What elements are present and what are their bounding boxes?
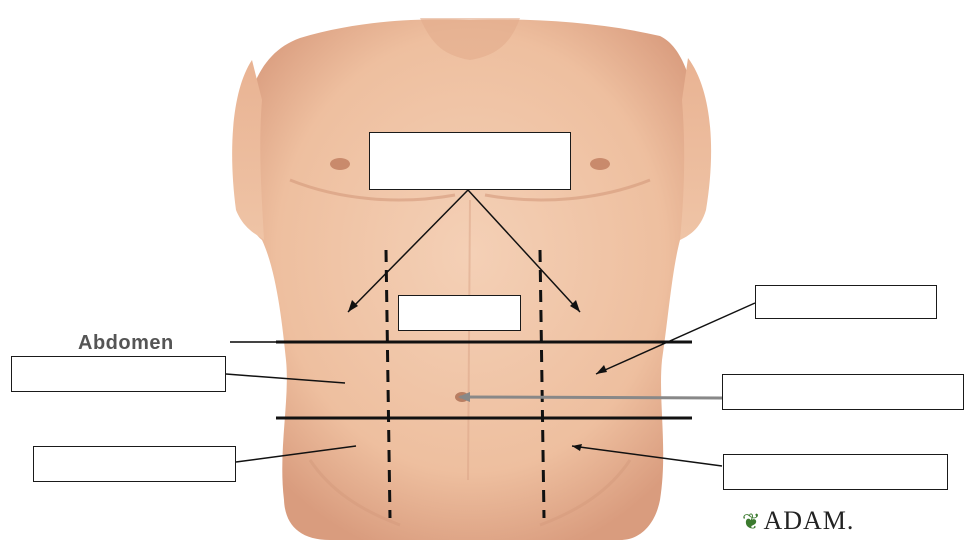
left-dashed-line xyxy=(384,249,392,519)
arrowhead xyxy=(596,365,607,374)
label-box-middle-right[interactable] xyxy=(722,374,964,410)
midline-contour xyxy=(467,199,471,481)
right-dashed-line xyxy=(538,249,546,519)
arrowhead xyxy=(348,300,358,312)
pectoral-contour xyxy=(289,178,456,202)
pointer-line xyxy=(467,189,581,313)
label-box-lower-left[interactable] xyxy=(33,446,236,482)
abdomen-label: Abdomen xyxy=(78,332,174,354)
pointer-line xyxy=(571,445,723,467)
label-box-lower-right[interactable] xyxy=(723,454,948,490)
label-box-center-small[interactable] xyxy=(398,295,521,331)
arrowhead xyxy=(458,392,470,402)
label-box-center-top[interactable] xyxy=(369,132,571,190)
navel-pointer-line xyxy=(459,395,723,400)
left-arm xyxy=(680,58,712,240)
right-arm xyxy=(232,60,264,240)
torso-silhouette xyxy=(239,19,703,540)
neck xyxy=(420,18,520,60)
nipple xyxy=(590,158,610,170)
adam-logo-icon: ❦ xyxy=(742,509,762,534)
pointer-line xyxy=(595,302,756,375)
label-box-upper-right[interactable] xyxy=(755,285,937,319)
arrowhead xyxy=(572,444,582,451)
arrowhead xyxy=(570,300,580,312)
pointer-line xyxy=(225,373,346,384)
inguinal-contour xyxy=(539,459,632,527)
adam-logo-text: ADAM. xyxy=(763,506,855,535)
nipple xyxy=(330,158,350,170)
pointer-line xyxy=(235,445,357,463)
inguinal-contour xyxy=(308,459,401,527)
adam-logo: ❦ADAM. xyxy=(742,506,854,536)
pectoral-contour xyxy=(484,178,651,202)
pointer-line xyxy=(347,189,469,313)
label-box-upper-left[interactable] xyxy=(11,356,226,392)
